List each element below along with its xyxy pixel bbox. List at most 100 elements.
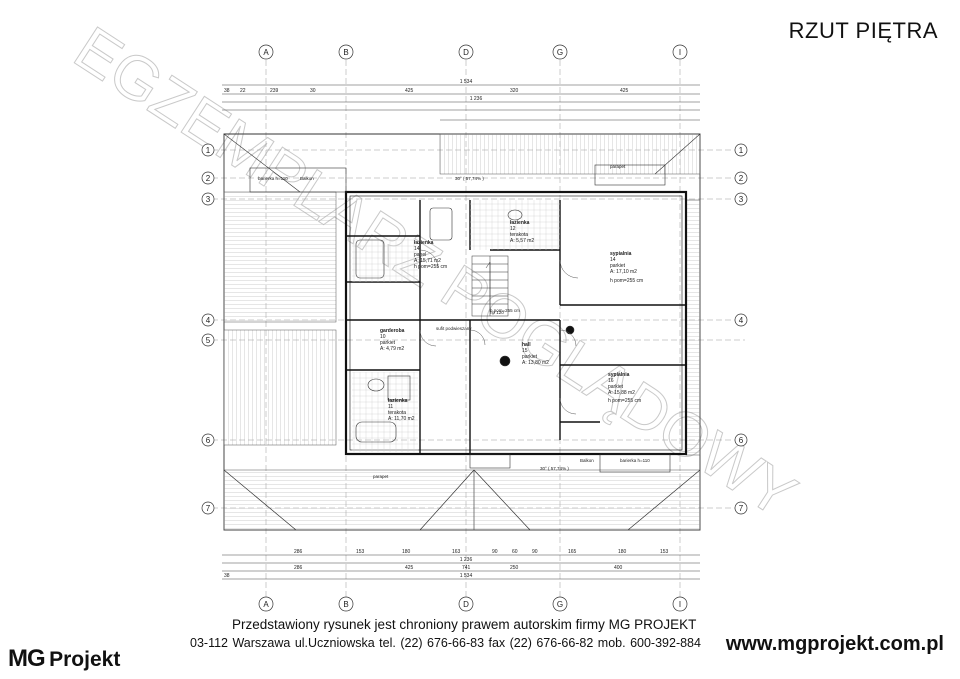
room-labels: łazienka 12 terakota A: 5,57 m2 łazienka… <box>380 220 643 422</box>
mg-projekt-logo: MG Projekt <box>8 645 120 673</box>
dim-bot2-4: 741 <box>462 565 471 571</box>
room-area: A: 11,70 m2 <box>388 416 415 422</box>
room-num: 16 <box>608 378 614 384</box>
dim-bot2-0: 38 <box>224 573 230 579</box>
room-finish: parkiet <box>608 384 624 390</box>
dim-top-seg-8: 425 <box>620 88 629 94</box>
room-name: łazienka <box>414 240 434 246</box>
room-height: h pom=255 cm <box>414 264 447 270</box>
room-name: sypialnia <box>610 251 632 257</box>
room-area: A: 17,10 m2 <box>610 269 637 275</box>
room-name: sypialnia <box>608 372 630 378</box>
dim-bot-6: 90 <box>532 549 538 555</box>
row-label-3-right: 3 <box>739 195 744 204</box>
row-label-3: 3 <box>206 195 211 204</box>
room-sypialnia-16: sypialnia 16 parkiet A: 15,88 m2 h pom=2… <box>608 372 641 404</box>
room-name: garderoba <box>380 328 405 334</box>
room-name: łazienka <box>510 220 530 226</box>
logo-mg: MG <box>8 645 46 672</box>
axis-label-g: G <box>557 48 563 57</box>
room-lazienka-12: łazienka 12 terakota A: 5,57 m2 <box>510 220 534 244</box>
room-finish: parkiet <box>380 340 396 346</box>
dim-bot-4: 90 <box>492 549 498 555</box>
room-finish: panel <box>414 252 426 258</box>
row-label-7: 7 <box>206 504 211 513</box>
room-area: A: 15,88 m2 <box>608 390 635 396</box>
axis-label-d-bottom: D <box>463 600 469 609</box>
logo-projekt: Projekt <box>49 648 121 671</box>
room-area: A: 15,71 m2 <box>414 258 441 264</box>
room-garderoba-10: garderoba 10 parkiet A: 4,79 m2 <box>380 328 405 352</box>
axis-label-i: I <box>679 48 681 57</box>
row-label-1: 1 <box>206 146 211 155</box>
dim-bot-9: 153 <box>660 549 669 555</box>
row-label-4: 4 <box>206 316 211 325</box>
top-dimension-text: 1 534 1 236 38 22 239 30 425 320 425 <box>224 79 629 102</box>
room-num: 15 <box>522 348 528 354</box>
stair-note: hp 120 <box>490 310 504 315</box>
website-link[interactable]: www.mgprojekt.com.pl <box>725 633 944 655</box>
row-label-1-right: 1 <box>739 146 744 155</box>
footer: MG Projekt Przedstawiony rysunek jest ch… <box>0 615 960 679</box>
balkon-right: Balkon <box>580 458 594 463</box>
copyright-notice: Przedstawiony rysunek jest chroniony pra… <box>232 617 697 632</box>
axis-label-i-bottom: I <box>679 600 681 609</box>
row-label-6: 6 <box>206 436 211 445</box>
row-label-5: 5 <box>206 336 211 345</box>
misc-labels: barierka h=110 Balkon parapet Balkon bar… <box>258 164 650 479</box>
room-num: 12 <box>510 226 516 232</box>
contact-address: 03-112 Warszawa ul.Uczniowska tel. (22) … <box>190 636 701 650</box>
drawing-title: RZUT PIĘTRA <box>788 18 938 43</box>
axis-label-b: B <box>343 48 348 57</box>
row-label-6-right: 6 <box>739 436 744 445</box>
staircase <box>471 255 509 317</box>
dim-bot-0: 286 <box>294 549 303 555</box>
room-finish: terakota <box>388 410 406 416</box>
dim-top-sub: 1 236 <box>470 96 483 102</box>
barierka-left: barierka h=110 <box>258 176 288 181</box>
axis-label-d: D <box>463 48 469 57</box>
axis-bubbles-top: A B D G I <box>258 44 688 60</box>
room-num: 14 <box>610 257 616 263</box>
top-dimension-lines <box>222 84 700 121</box>
dim-bot2-5: 250 <box>510 565 519 571</box>
row-bubbles: 1 2 3 4 5 6 7 1 2 3 4 6 7 <box>201 143 748 515</box>
room-area: A: 5,57 m2 <box>510 238 534 244</box>
bottom-dimension-text: 286 153 180 163 90 60 90 165 180 153 1 2… <box>224 549 669 579</box>
room-height: h pom=255 cm <box>610 278 643 284</box>
axis-label-b-bottom: B <box>343 600 348 609</box>
room-finish: terakota <box>510 232 528 238</box>
room-name: hall <box>522 342 531 348</box>
dim-bot2-7: 400 <box>614 565 623 571</box>
dim-bottom-total: 1 534 <box>460 573 473 579</box>
room-name: łazienka <box>388 398 408 404</box>
dim-top-seg-6: 425 <box>405 88 414 94</box>
dim-bot-8: 180 <box>618 549 627 555</box>
roof-slope-bottom: 30° ( 57,74% ) <box>540 466 569 471</box>
dim-top-total: 1 534 <box>460 79 473 85</box>
dim-bot-5: 60 <box>512 549 518 555</box>
dim-bottom-sub: 1 236 <box>460 557 473 563</box>
room-num: 10 <box>380 334 386 340</box>
dim-bot-2: 180 <box>402 549 411 555</box>
row-label-4-right: 4 <box>739 316 744 325</box>
floor-plan: EGZEMPLARZ POGLĄDOWY A B D G I A B <box>62 13 808 612</box>
balconies <box>249 164 671 473</box>
roof <box>223 133 701 531</box>
room-lazienka-11: łazienka 11 terakota A: 11,70 m2 <box>388 398 415 422</box>
row-label-7-right: 7 <box>739 504 744 513</box>
dim-top-seg-3: 239 <box>270 88 279 94</box>
balkon-left: Balkon <box>300 176 314 181</box>
dim-top-seg-7: 320 <box>510 88 519 94</box>
bathroom-tiling <box>352 200 560 452</box>
dim-top-seg-2: 22 <box>240 88 246 94</box>
room-hall-15: hall 15 parkiet A: 13,80 m2 <box>522 342 549 366</box>
room-finish: parkiet <box>610 263 626 269</box>
room-finish: parkiet <box>522 354 538 360</box>
axis-label-a: A <box>263 48 269 57</box>
axis-label-a-bottom: A <box>263 600 269 609</box>
dim-bot2-3: 425 <box>405 565 414 571</box>
bottom-dimension-lines <box>222 554 700 580</box>
room-area: A: 13,80 m2 <box>522 360 549 366</box>
dim-bot-3: 163 <box>452 549 461 555</box>
